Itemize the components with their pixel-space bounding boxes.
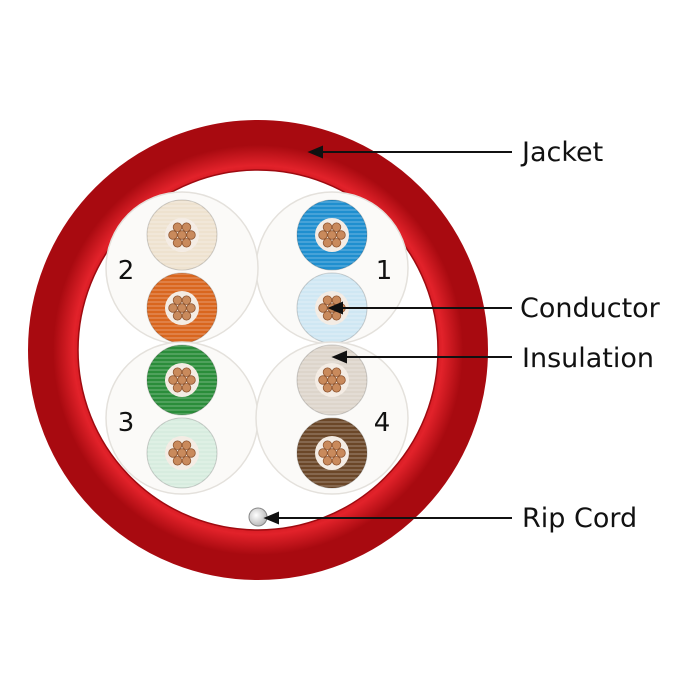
conductor-strand bbox=[177, 448, 187, 458]
conductor-strand bbox=[322, 222, 333, 232]
conductor-strand bbox=[181, 440, 192, 450]
rip-cord-label: Rip Cord bbox=[522, 503, 637, 534]
conductor-strand bbox=[331, 238, 342, 248]
conductor-strand bbox=[177, 375, 187, 385]
conductor-strand bbox=[181, 238, 192, 248]
jacket-ring bbox=[28, 120, 488, 580]
pair-2-wire-1 bbox=[146, 199, 218, 271]
conductor-label: Conductor bbox=[520, 293, 661, 324]
rip-cord-arrowhead bbox=[263, 511, 279, 525]
conductor-strand bbox=[181, 383, 192, 393]
pair-3-wire-2 bbox=[146, 417, 218, 489]
conductor-strand bbox=[331, 440, 342, 450]
pair-4-wire-2 bbox=[296, 417, 368, 489]
conductor-strand bbox=[336, 375, 346, 385]
conductor-strand bbox=[186, 375, 196, 385]
leader-lines bbox=[263, 145, 512, 525]
pair-3: 3 bbox=[105, 341, 259, 495]
conductor-strand bbox=[177, 230, 187, 240]
pair-1-number: 1 bbox=[376, 256, 393, 286]
conductor-strand bbox=[172, 367, 183, 377]
conductor-strand bbox=[172, 295, 183, 305]
conductor-strand bbox=[172, 311, 183, 321]
conductor-strand bbox=[186, 448, 196, 458]
conductor-strand bbox=[168, 375, 178, 385]
pair-3-wire-1 bbox=[146, 344, 218, 416]
pair-3-number: 3 bbox=[118, 408, 135, 438]
conductor-strand bbox=[322, 456, 333, 466]
conductor-strand bbox=[168, 448, 178, 458]
conductor-strand bbox=[181, 311, 192, 321]
pair-1: 1 bbox=[255, 191, 409, 345]
conductor-strand bbox=[172, 456, 183, 466]
insulation-label: Insulation bbox=[522, 343, 654, 374]
conductor-strand bbox=[327, 448, 337, 458]
insulation-arrowhead bbox=[331, 350, 347, 364]
pair-2-wire-2 bbox=[146, 272, 218, 344]
conductor-strand bbox=[336, 230, 346, 240]
conductor-strand bbox=[172, 222, 183, 232]
conductor-strand bbox=[318, 230, 328, 240]
conductor-strand bbox=[172, 383, 183, 393]
conductor-strand bbox=[331, 222, 342, 232]
conductor-strand bbox=[172, 238, 183, 248]
conductor-strand bbox=[322, 238, 333, 248]
pair-4-wire-1 bbox=[296, 344, 368, 416]
conductor-strand bbox=[318, 303, 328, 313]
pair-2: 2 bbox=[105, 191, 259, 345]
pair-4-number: 4 bbox=[374, 408, 391, 438]
pair-1-wire-1 bbox=[296, 199, 368, 271]
conductor-strand bbox=[181, 367, 192, 377]
conductor-strand bbox=[322, 311, 333, 321]
conductor-strand bbox=[331, 367, 342, 377]
conductor-strand bbox=[172, 440, 183, 450]
conductor-strand bbox=[322, 383, 333, 393]
conductor-strand bbox=[336, 448, 346, 458]
conductor-strand bbox=[181, 222, 192, 232]
conductor-strand bbox=[318, 375, 328, 385]
conductor-strand bbox=[331, 456, 342, 466]
pair-4: 4 bbox=[255, 341, 409, 495]
conductor-strand bbox=[177, 303, 187, 313]
jacket-inner-edge bbox=[77, 169, 439, 531]
rip-cord bbox=[248, 507, 268, 527]
conductor-strand bbox=[322, 367, 333, 377]
conductor-arrowhead bbox=[327, 301, 343, 315]
conductor-strand bbox=[327, 230, 337, 240]
twisted-pairs: 1 2 3 4 bbox=[105, 191, 409, 495]
jacket-arrowhead bbox=[307, 145, 323, 159]
conductor-strand bbox=[331, 383, 342, 393]
conductor-strand bbox=[327, 375, 337, 385]
conductor-strand bbox=[318, 448, 328, 458]
conductor-strand bbox=[168, 230, 178, 240]
jacket-label: Jacket bbox=[520, 137, 603, 168]
pair-2-number: 2 bbox=[118, 256, 135, 286]
conductor-strand bbox=[181, 295, 192, 305]
conductor-strand bbox=[186, 230, 196, 240]
conductor-strand bbox=[181, 456, 192, 466]
conductor-strand bbox=[168, 303, 178, 313]
conductor-strand bbox=[322, 295, 333, 305]
conductor-strand bbox=[186, 303, 196, 313]
conductor-strand bbox=[322, 440, 333, 450]
